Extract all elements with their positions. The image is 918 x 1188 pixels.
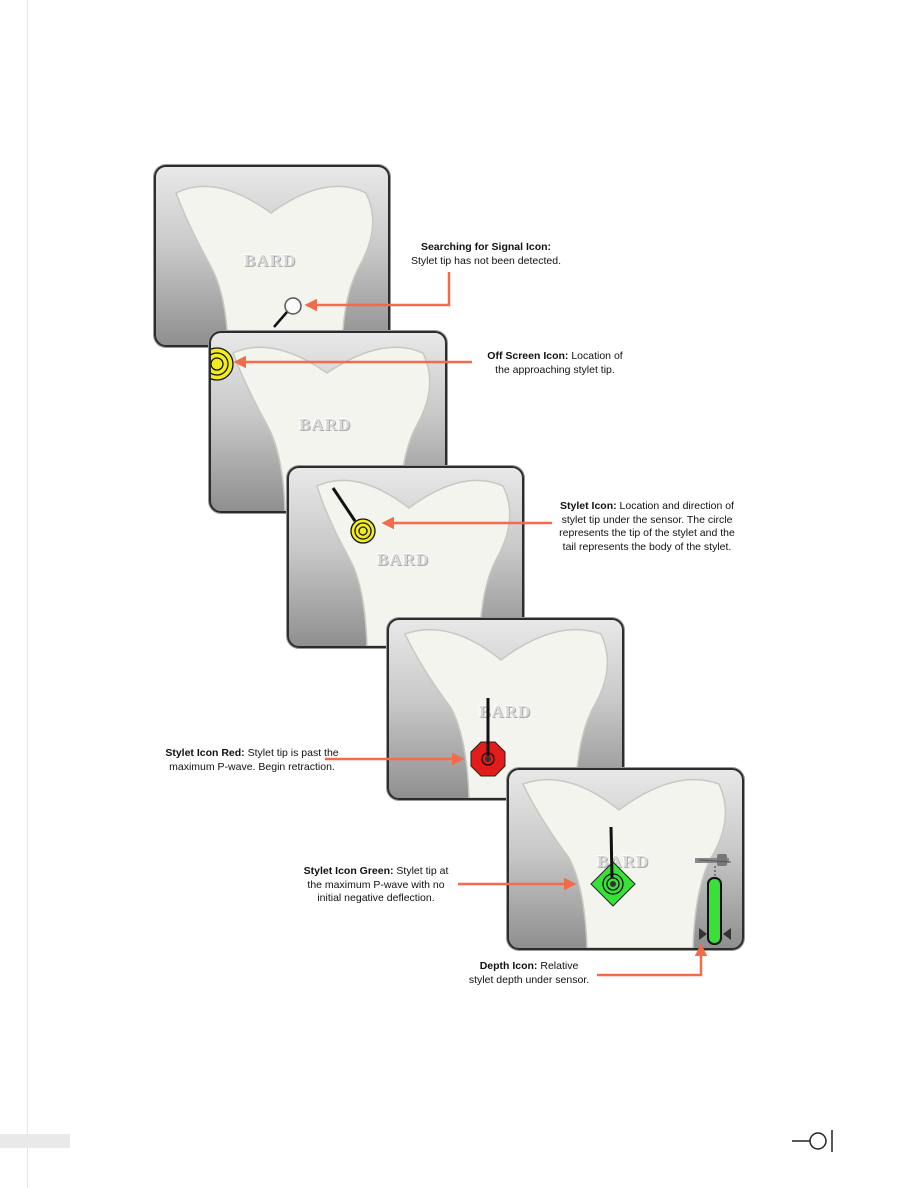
page-marker-icon xyxy=(792,1130,833,1152)
caption-off-screen: Off Screen Icon: Location of the approac… xyxy=(487,350,623,376)
depth-icon xyxy=(695,854,732,945)
bard-logo: BARD xyxy=(244,251,297,270)
caption-stylet-red: Stylet Icon Red: Stylet tip is past the … xyxy=(165,747,339,773)
panel-stylet-green: BARD xyxy=(507,768,744,950)
depth-marker-left-icon xyxy=(699,928,707,940)
caption-searching: Searching for Signal Icon: Stylet tip ha… xyxy=(410,241,562,267)
panel-searching: BARD xyxy=(154,165,390,347)
bard-logo: BARD xyxy=(299,415,352,434)
sensor-shape xyxy=(403,628,609,798)
searching-signal-icon xyxy=(273,297,302,328)
caption-depth: Depth Icon: Relative stylet depth under … xyxy=(468,960,590,986)
bard-logo: BARD xyxy=(377,550,430,569)
stylet-tool-icon xyxy=(695,854,732,866)
off-screen-icon xyxy=(211,347,234,381)
footer-bar xyxy=(0,1134,70,1148)
caption-stylet-green: Stylet Icon Green: Stylet tip at the max… xyxy=(303,865,449,904)
bard-logo: BARD xyxy=(479,702,532,721)
stylet-icon-green xyxy=(590,826,636,907)
depth-marker-right-icon xyxy=(723,928,731,940)
stylet-icon xyxy=(331,487,376,544)
margin-rule xyxy=(27,0,28,1188)
stylet-icon-red xyxy=(470,698,506,777)
caption-stylet: Stylet Icon: Location and direction of s… xyxy=(559,500,735,553)
